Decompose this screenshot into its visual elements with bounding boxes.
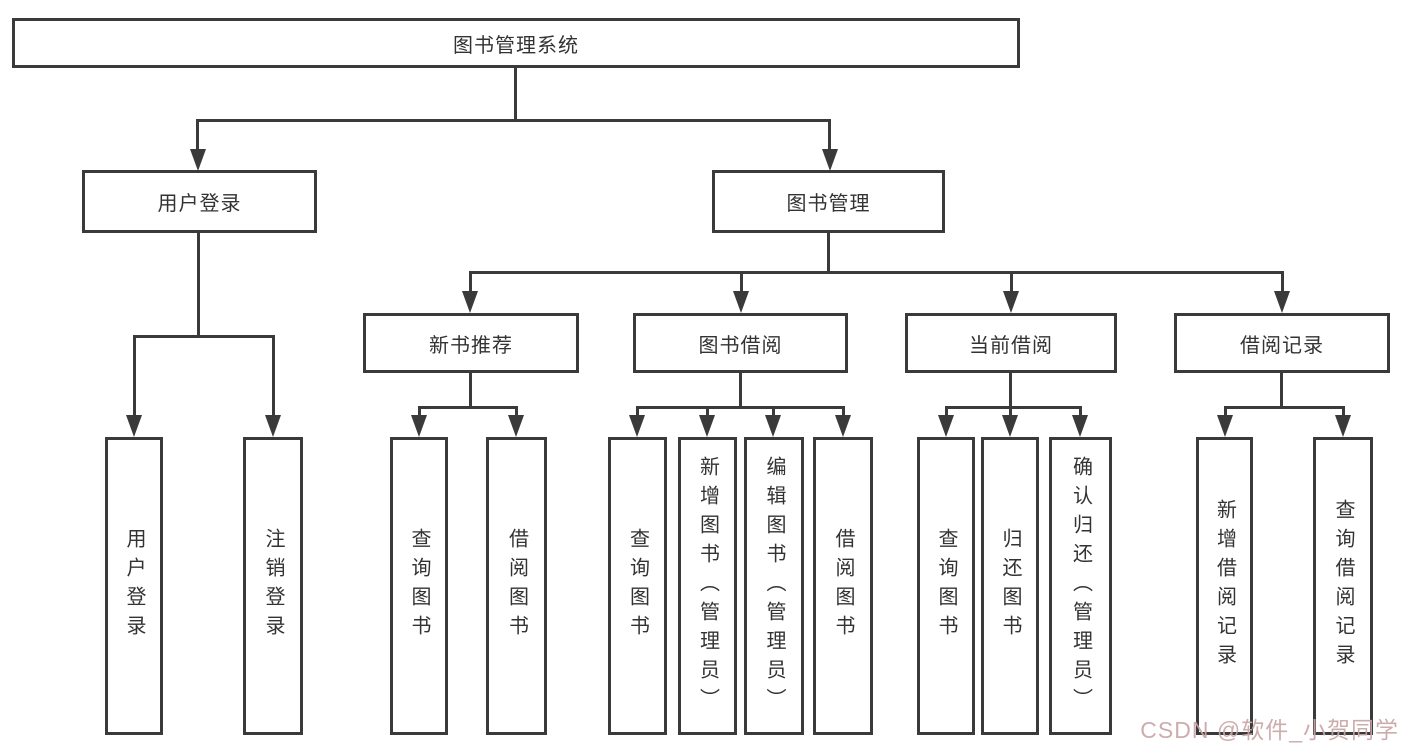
connector-to-bb-borrow (842, 406, 845, 416)
arrow-to-borrow-records (1274, 291, 1290, 313)
leaf-borrow-borrow-books: 借阅图书 (813, 437, 873, 735)
arrow-to-leaf-user-login (126, 415, 142, 437)
connector-to-leaf-user-login (133, 335, 136, 416)
arrow-to-rec-borrow (508, 415, 524, 437)
leaf-current-return-books: 归还图书 (981, 437, 1039, 735)
node-label: 当前借阅 (969, 334, 1053, 357)
arrow-to-br-add (1217, 415, 1233, 437)
connector-to-bb-edit (772, 406, 775, 416)
node-label: 新增图书（管理员） (696, 455, 719, 717)
arrow-to-leaf-logout (265, 415, 281, 437)
connector-recommend-stem (469, 371, 472, 409)
leaf-logout: 注销登录 (243, 437, 303, 735)
node-label: 确认归还（管理员） (1069, 455, 1092, 717)
connector-to-bb-add (706, 406, 709, 416)
arrow-to-bb-query (629, 415, 645, 437)
arrow-to-current-borrow (1003, 291, 1019, 313)
arrow-to-book-mgmt (822, 149, 838, 171)
node-label: 新增借阅记录 (1213, 499, 1236, 673)
connector-to-cb-query (945, 406, 948, 416)
node-current-borrow: 当前借阅 (905, 313, 1117, 373)
connector-to-rec-query (418, 406, 421, 416)
node-label: 查询图书 (626, 528, 649, 644)
node-label: 查询图书 (935, 528, 957, 644)
connector-level2-split (196, 119, 831, 122)
arrow-to-user-login (190, 149, 206, 171)
node-label: 新书推荐 (429, 334, 513, 357)
node-book-management: 图书管理 (712, 170, 945, 233)
connector-to-cb-return (1009, 406, 1012, 416)
arrow-to-cb-confirm (1072, 415, 1088, 437)
leaf-records-query-borrow-record: 查询借阅记录 (1313, 437, 1373, 735)
connector-current-borrow-split (945, 406, 1082, 409)
connector-current-borrow-stem (1009, 371, 1012, 409)
connector-root-stem (514, 66, 517, 122)
arrow-to-recommend (462, 291, 478, 313)
node-label: 查询图书 (408, 528, 430, 644)
connector-to-br-add (1224, 406, 1227, 416)
arrow-to-bb-edit (765, 415, 781, 437)
arrow-to-br-query (1335, 415, 1351, 437)
node-label: 借阅图书 (832, 528, 854, 644)
node-label: 图书借阅 (698, 334, 783, 357)
connector-to-bb-query (636, 406, 639, 416)
connector-borrow-records-stem (1280, 371, 1283, 409)
watermark-text: CSDN @软件_小贺同学 (1140, 717, 1399, 743)
connector-level3-split (469, 271, 1284, 274)
leaf-records-add-borrow-record: 新增借阅记录 (1196, 437, 1253, 735)
leaf-recommend-query-books: 查询图书 (390, 437, 448, 735)
connector-book-borrow-stem (739, 371, 742, 409)
leaf-current-query-books: 查询图书 (917, 437, 975, 735)
node-new-book-recommend: 新书推荐 (363, 313, 579, 373)
connector-to-recommend (469, 271, 472, 292)
connector-user-login-split (133, 335, 275, 338)
connector-to-br-query (1342, 406, 1345, 416)
connector-to-cb-confirm (1079, 406, 1082, 416)
node-library-system: 图书管理系统 (12, 18, 1020, 68)
arrow-to-cb-return (1002, 415, 1018, 437)
connector-to-borrow-records (1281, 271, 1284, 292)
node-label: 用户登录 (157, 193, 242, 215)
connector-to-current-borrow (1010, 271, 1013, 292)
leaf-borrow-query-books: 查询图书 (608, 437, 667, 735)
connector-to-rec-borrow (515, 406, 518, 416)
connector-to-leaf-logout (272, 335, 275, 416)
node-label: 图书管理 (786, 193, 871, 215)
connector-book-mgmt-stem (827, 231, 830, 274)
connector-borrow-records-split (1224, 406, 1345, 409)
node-label: 注销登录 (262, 528, 284, 644)
node-label: 图书管理系统 (453, 34, 579, 57)
node-label: 查询借阅记录 (1332, 499, 1354, 673)
connector-book-borrow-split (636, 406, 845, 409)
connector-to-book-borrow (740, 271, 743, 292)
node-book-borrow: 图书借阅 (633, 313, 848, 373)
node-label: 用户登录 (123, 528, 145, 644)
arrow-to-bb-borrow (835, 415, 851, 437)
node-label: 归还图书 (999, 528, 1021, 644)
node-borrow-records: 借阅记录 (1174, 313, 1390, 373)
node-label: 借阅记录 (1240, 334, 1324, 357)
arrow-to-cb-query (938, 415, 954, 437)
connector-to-user-login (196, 119, 199, 151)
leaf-recommend-borrow-books: 借阅图书 (486, 437, 547, 735)
connector-recommend-split (418, 406, 518, 409)
arrow-to-book-borrow (733, 291, 749, 313)
node-user-login: 用户登录 (82, 170, 317, 233)
arrow-to-rec-query (411, 415, 427, 437)
connector-user-login-stem (197, 231, 200, 337)
connector-to-book-mgmt (828, 119, 831, 151)
leaf-user-login: 用户登录 (105, 437, 163, 735)
node-label: 借阅图书 (505, 528, 528, 644)
leaf-borrow-edit-books-admin: 编辑图书（管理员） (744, 437, 804, 735)
leaf-current-confirm-return-admin: 确认归还（管理员） (1049, 437, 1112, 735)
arrow-to-bb-add (699, 415, 715, 437)
leaf-borrow-add-books-admin: 新增图书（管理员） (678, 437, 737, 735)
node-label: 编辑图书（管理员） (763, 455, 785, 717)
